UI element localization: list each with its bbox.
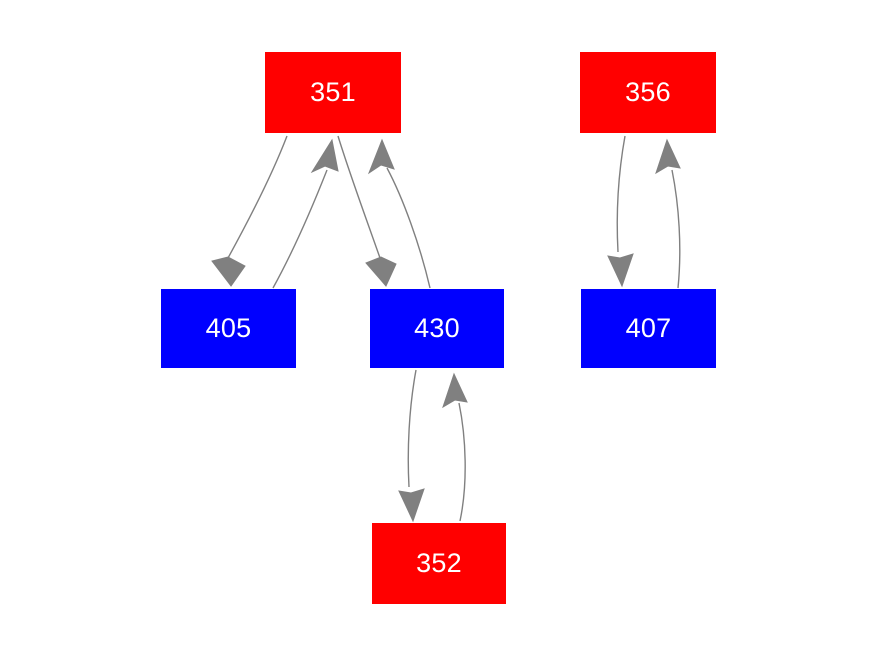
node-label: 405: [205, 313, 252, 343]
node-407[interactable]: 407: [581, 289, 716, 368]
node-label: 352: [416, 548, 462, 578]
arrowhead-icon: [655, 138, 681, 175]
arrowhead-icon: [398, 488, 425, 523]
arrowhead-icon: [442, 372, 468, 409]
node-405[interactable]: 405: [161, 289, 296, 368]
node-430[interactable]: 430: [370, 289, 504, 368]
node-356[interactable]: 356: [580, 52, 716, 133]
arrowhead-icon: [607, 253, 634, 288]
edge-line: [671, 169, 681, 289]
arrowhead-icon: [367, 138, 395, 175]
node-label: 351: [310, 77, 356, 107]
node-label: 356: [625, 77, 671, 107]
edge-351-to-405: [211, 135, 288, 287]
edge-line: [407, 369, 417, 488]
node-label: 430: [414, 313, 460, 343]
edge-352-to-430: [442, 372, 468, 522]
edge-430-to-351: [367, 138, 431, 289]
edge-405-to-351: [272, 138, 339, 289]
edge-line: [458, 402, 466, 522]
node-352[interactable]: 352: [372, 523, 506, 604]
arrowhead-icon: [365, 256, 397, 287]
edge-line: [616, 135, 626, 253]
edge-351-to-430: [337, 135, 397, 287]
edge-line: [227, 135, 288, 259]
node-label: 407: [625, 313, 672, 343]
edge-line: [386, 167, 431, 289]
node-351[interactable]: 351: [265, 52, 401, 133]
edge-line: [337, 135, 381, 259]
edge-line: [272, 169, 328, 289]
arrowhead-icon: [310, 138, 339, 174]
edge-356-to-407: [607, 135, 634, 288]
edge-430-to-352: [398, 369, 425, 523]
edge-407-to-356: [655, 138, 681, 289]
arrowhead-icon: [211, 256, 246, 287]
